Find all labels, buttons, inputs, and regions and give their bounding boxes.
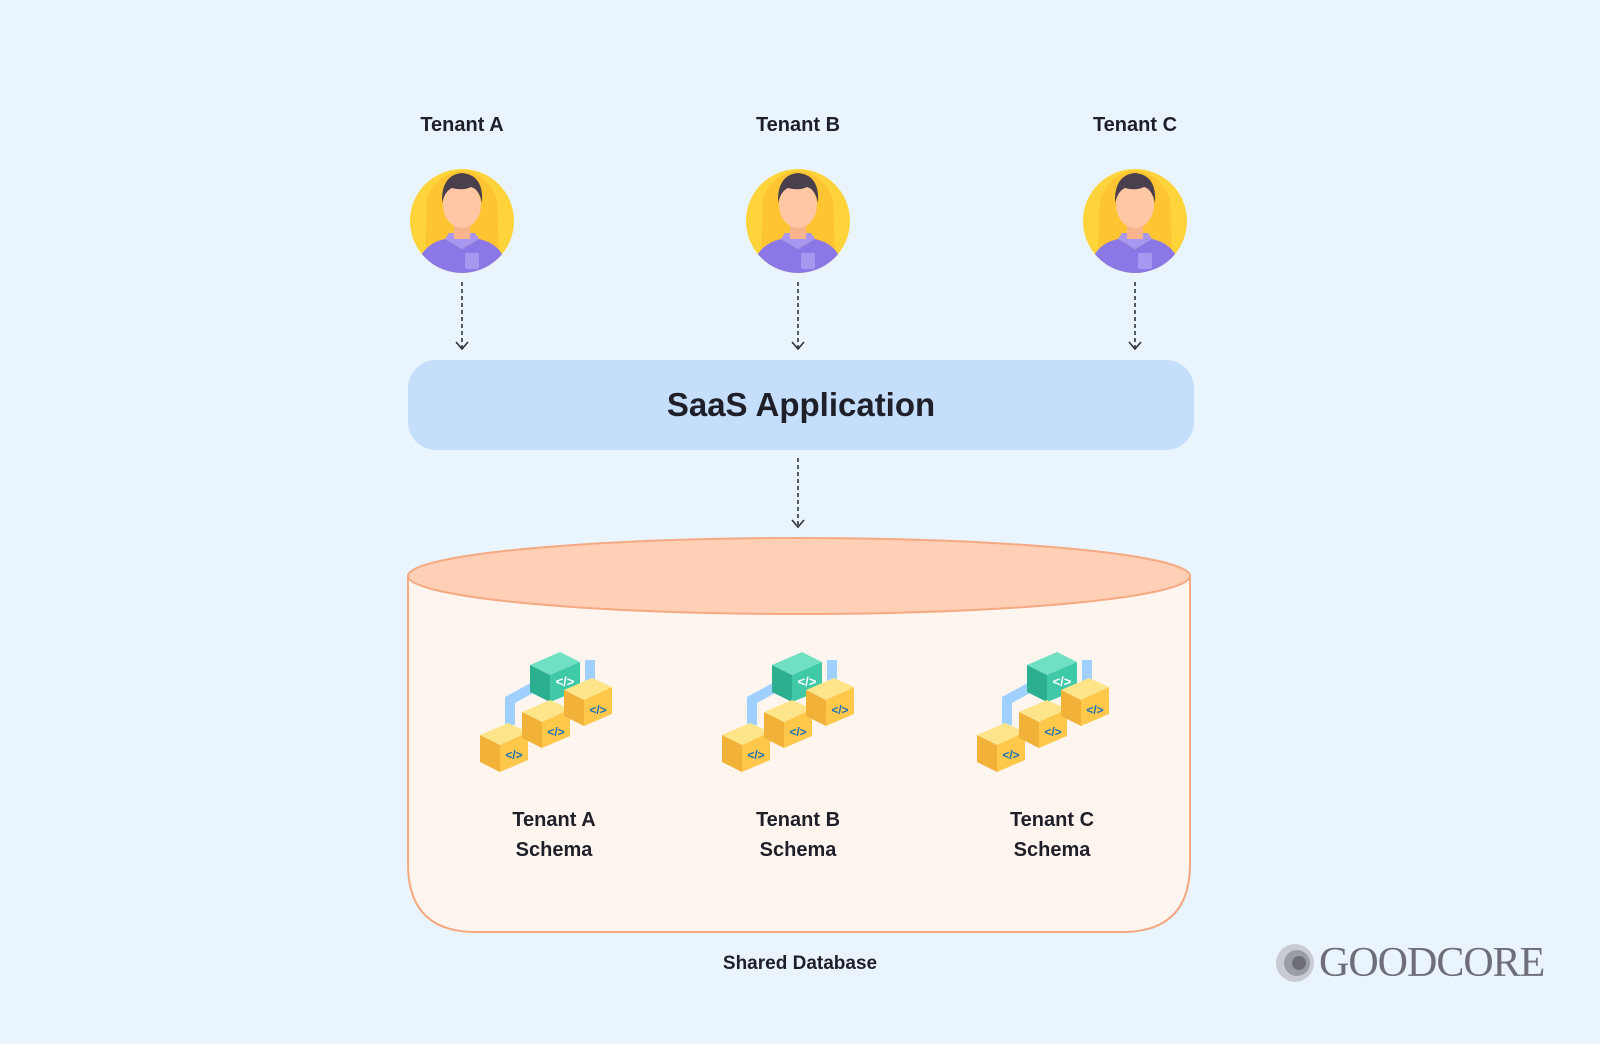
tenant-c-schema-line1: Tenant C <box>1009 809 1095 831</box>
tenant-a-schema-label: Tenant A Schema <box>454 805 654 865</box>
tenant-b-arrow-icon <box>791 282 805 351</box>
goodcore-logo-text: GOODCORE <box>1319 940 1545 986</box>
svg-text:</>: </> <box>747 748 764 762</box>
tenant-a-schema-line1: Tenant A <box>512 809 596 831</box>
goodcore-logo: GOODCORE <box>1275 940 1545 986</box>
svg-text:</>: </> <box>1086 703 1103 717</box>
svg-text:</>: </> <box>798 674 817 689</box>
svg-text:</>: </> <box>556 674 575 689</box>
tenant-c-avatar-icon <box>1083 169 1187 273</box>
shared-database-caption: Shared Database <box>722 953 878 974</box>
tenant-a-schema-line2: Schema <box>515 839 593 861</box>
svg-text:</>: </> <box>789 725 806 739</box>
shared-database-cylinder <box>407 537 1191 933</box>
svg-text:</>: </> <box>1002 748 1019 762</box>
tenant-c-label: Tenant C <box>1092 114 1178 136</box>
tenant-b-schema-line1: Tenant B <box>755 809 841 831</box>
svg-text:</>: </> <box>589 703 606 717</box>
saas-application-title: SaaS Application <box>666 386 936 423</box>
tenant-c-schema-line2: Schema <box>1013 839 1091 861</box>
tenant-c-arrow-icon <box>1128 282 1142 351</box>
tenant-b-schema-icon: </> </> </> </> <box>722 652 854 772</box>
tenant-a-label: Tenant A <box>420 114 504 136</box>
tenant-a-schema-icon: </> </> </> </> <box>480 652 612 772</box>
tenant-c-schema-icon: </> </> </> </> <box>977 652 1109 772</box>
app-to-database-arrow-icon <box>791 458 805 529</box>
svg-text:</>: </> <box>1044 725 1061 739</box>
tenant-b-avatar-icon <box>746 169 850 273</box>
svg-text:</>: </> <box>1053 674 1072 689</box>
tenant-c-schema-label: Tenant C Schema <box>952 805 1152 865</box>
tenant-b-label: Tenant B <box>755 114 841 136</box>
tenant-a-avatar-icon <box>410 169 514 273</box>
saas-application-box: SaaS Application <box>408 360 1194 450</box>
tenant-b-schema-label: Tenant B Schema <box>698 805 898 865</box>
svg-text:</>: </> <box>505 748 522 762</box>
tenant-a-arrow-icon <box>455 282 469 351</box>
tenant-b-schema-line2: Schema <box>759 839 837 861</box>
svg-text:</>: </> <box>831 703 848 717</box>
svg-text:</>: </> <box>547 725 564 739</box>
goodcore-logo-mark-icon <box>1276 944 1314 982</box>
